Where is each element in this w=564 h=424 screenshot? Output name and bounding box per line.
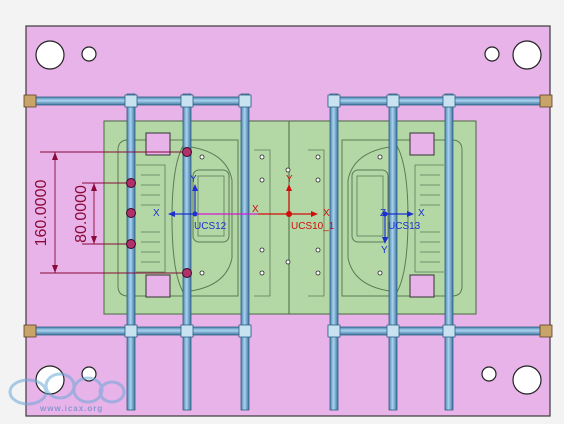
pipe-junction-fitting: [124, 324, 138, 338]
cooling-channel-vertical[interactable]: [329, 93, 339, 411]
mold-insert[interactable]: [103, 120, 477, 315]
ucs13-y-axis-label: Y: [381, 245, 388, 256]
pipe-junction-fitting: [238, 324, 252, 338]
cooling-channel-vertical[interactable]: [126, 93, 136, 411]
ucs10-1-x2-axis-label: X: [323, 208, 330, 219]
pipe-junction-fitting: [327, 94, 341, 108]
cooling-channel-vertical[interactable]: [444, 93, 454, 411]
pipe-end-plug[interactable]: [539, 324, 553, 338]
cooling-channel-horizontal[interactable]: [327, 326, 543, 336]
pipe-junction-fitting: [442, 94, 456, 108]
ucs12-label: UCS12: [194, 221, 227, 232]
pipe-junction-fitting: [124, 94, 138, 108]
cooling-channel-horizontal[interactable]: [327, 96, 543, 106]
dimension-annotations[interactable]: 160.0000 80.0000: [33, 147, 192, 278]
ucs12-y-axis-label: Y: [190, 174, 197, 185]
pipe-junction-fitting: [180, 324, 194, 338]
pipe-end-plug[interactable]: [539, 94, 553, 108]
cooling-channels[interactable]: [23, 93, 553, 411]
cooling-channel-horizontal[interactable]: [35, 96, 252, 106]
ucs10-1-y-axis-label: Y: [286, 174, 293, 185]
ucs13-label: UCS13: [388, 221, 421, 232]
pipe-junction-fitting: [386, 324, 400, 338]
pipe-junction-fitting: [442, 324, 456, 338]
ucs10-1-x-axis-label: X: [252, 204, 259, 215]
cooling-channel-vertical[interactable]: [240, 93, 250, 411]
cooling-channel-vertical[interactable]: [182, 93, 192, 411]
pipe-end-plug[interactable]: [23, 94, 37, 108]
dimension-160-label[interactable]: 160.0000: [33, 180, 50, 247]
ucs10-1-label: UCS10_1: [291, 221, 335, 232]
ucs13-z-axis-label: Z: [380, 208, 386, 219]
icax-logo-watermark: www.icax.org: [8, 372, 126, 413]
cooling-channel-horizontal[interactable]: [35, 326, 252, 336]
cooling-channel-vertical[interactable]: [388, 93, 398, 411]
dimension-80-label[interactable]: 80.0000: [73, 185, 90, 243]
ucs10-1-triad[interactable]: X Y X UCS10_1: [252, 174, 335, 232]
ucs13-triad[interactable]: Z X Y UCS13: [380, 208, 425, 256]
watermark-text: www.icax.org: [39, 404, 103, 413]
ucs12-triad[interactable]: X Y UCS12: [153, 174, 227, 232]
ucs12-x-axis-label: X: [153, 208, 160, 219]
pipe-junction-fitting: [327, 324, 341, 338]
pipe-junction-fitting: [238, 94, 252, 108]
ucs13-x-axis-label: X: [418, 208, 425, 219]
pipe-end-plug[interactable]: [23, 324, 37, 338]
pipe-junction-fitting: [180, 94, 194, 108]
pipe-junction-fitting: [386, 94, 400, 108]
